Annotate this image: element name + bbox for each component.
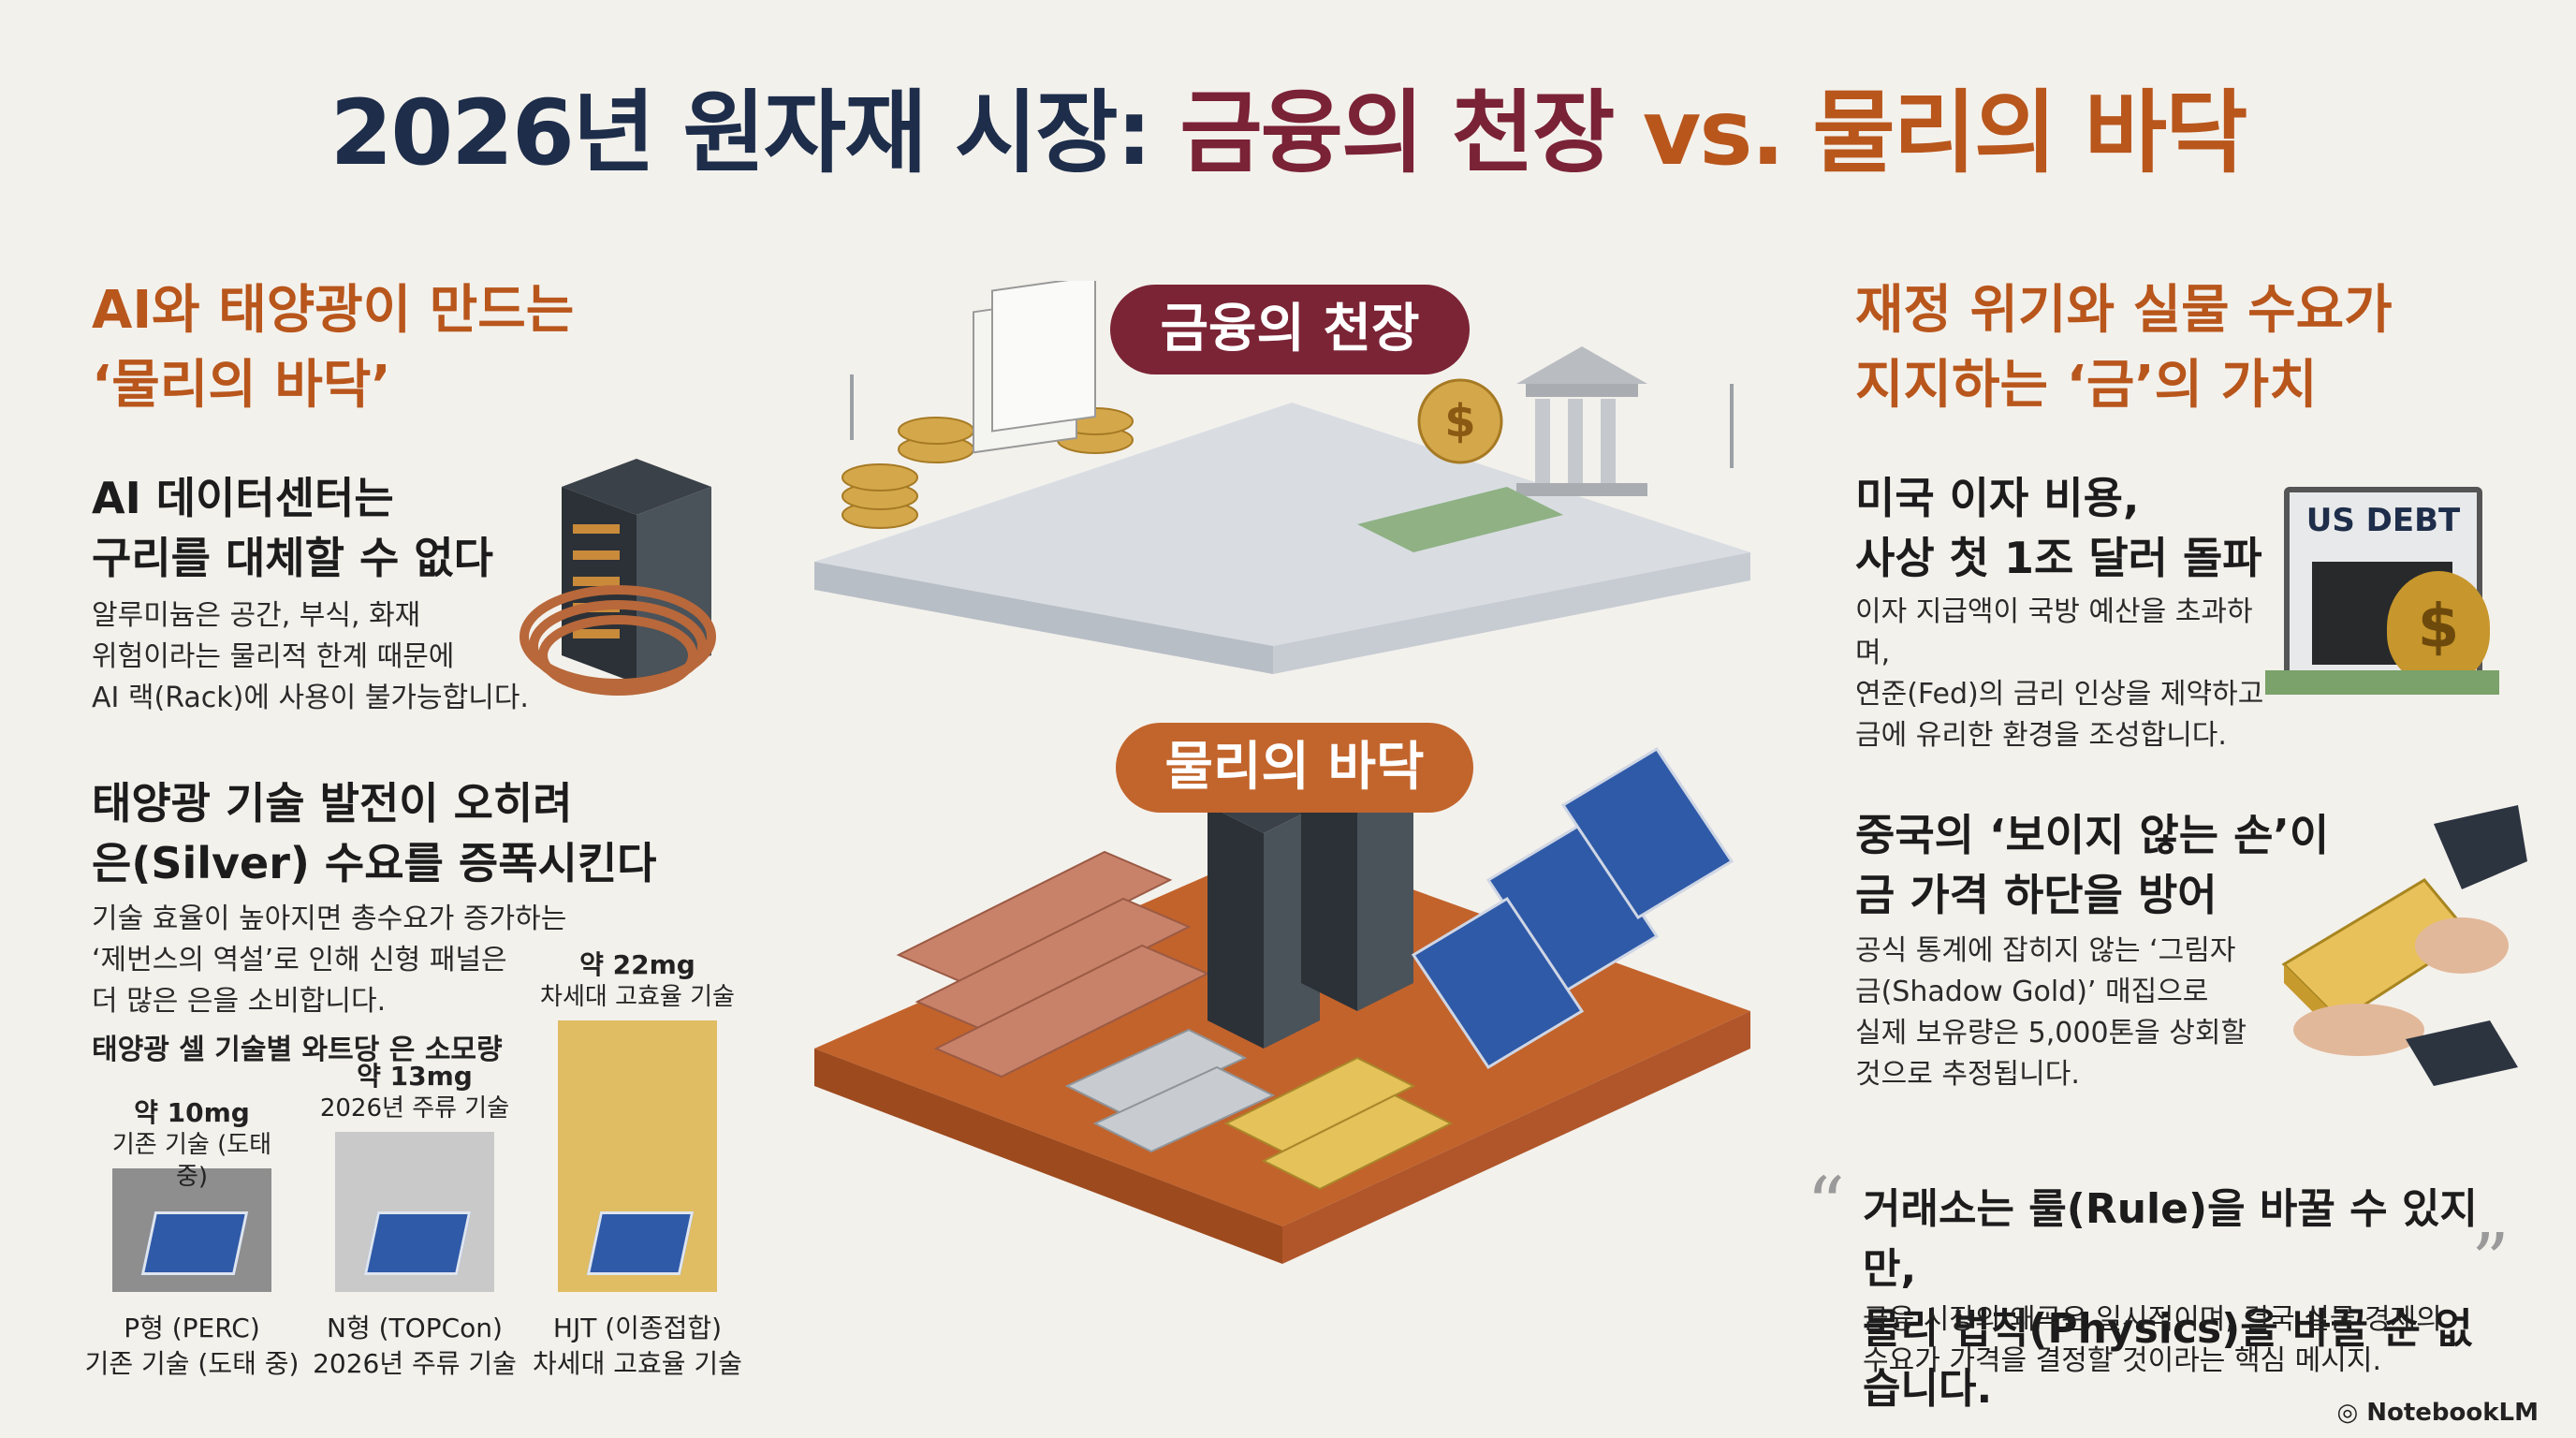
bar-category-label-0: P형 (PERC) 기존 기술 (도태 중) bbox=[84, 1311, 300, 1382]
right-item1-body: 이자 지급액이 국방 예산을 초과하며, 연준(Fed)의 금리 인상을 제약하… bbox=[1855, 595, 2264, 752]
server-copper-illustration bbox=[520, 459, 716, 696]
center-illustration: $ bbox=[814, 281, 1750, 1264]
title-part-2: 금융의 천장 bbox=[1179, 81, 1615, 185]
bar-category-label-1: N형 (TOPCon) 2026년 주류 기술 bbox=[307, 1311, 522, 1382]
left-item1-title: AI 데이터센터는 구리를 대체할 수 없다 bbox=[92, 473, 493, 583]
bar-category-sub: 2026년 주류 기술 bbox=[313, 1348, 517, 1379]
right-item2-title: 중국의 ‘보이지 않는 손’이 금 가격 하단을 방어 bbox=[1855, 810, 2330, 920]
title-part-3: vs. bbox=[1642, 81, 1785, 185]
bar-value-note: 2026년 주류 기술 bbox=[319, 1093, 510, 1123]
bar-value: 약 22mg bbox=[579, 949, 695, 980]
bar-value: 약 13mg bbox=[357, 1060, 473, 1092]
money-bag-icon: $ bbox=[2387, 571, 2490, 683]
ceiling-label: 금융의 천장 bbox=[1110, 285, 1470, 374]
us-debt-illustration: US DEBT $ bbox=[2265, 487, 2499, 702]
bar-category: P형 (PERC) bbox=[124, 1313, 260, 1343]
solar-panel-icon bbox=[140, 1211, 249, 1275]
notebooklm-icon: ◎ bbox=[2336, 1399, 2359, 1427]
bar-category-sub: 차세대 고효율 기술 bbox=[533, 1348, 742, 1379]
quote-body: 금융 시장의 왜곡은 일시적이며, 결국 실물 경제의 수요가 가격을 결정할 … bbox=[1863, 1303, 2442, 1377]
bar-value-note: 차세대 고효율 기술 bbox=[540, 983, 735, 1011]
left-item1-body: 알루미늄은 공간, 부식, 화재 위험이라는 물리적 한계 때문에 AI 랙(R… bbox=[92, 599, 529, 714]
bar-category: HJT (이종접합) bbox=[552, 1313, 723, 1343]
bar-category: N형 (TOPCon) bbox=[327, 1313, 503, 1343]
page-title: 2026년 원자재 시장: 금융의 천장 vs. 물리의 바닥 bbox=[0, 60, 2576, 190]
gold-bar-hands-illustration bbox=[2281, 805, 2527, 1086]
title-part-4: 물리의 바닥 bbox=[1812, 81, 2247, 185]
left-item2-body: 기술 효율이 높아지면 총수요가 증가하는 ‘제번스의 역설’로 인해 신형 패… bbox=[92, 902, 567, 1018]
right-item2-body: 공식 통계에 잡히지 않는 ‘그림자 금(Shadow Gold)’ 매집으로 … bbox=[1855, 934, 2247, 1091]
us-debt-sign: US DEBT bbox=[2305, 502, 2461, 539]
svg-text:$: $ bbox=[1444, 395, 1475, 448]
solar-panel-icon bbox=[586, 1211, 695, 1275]
bar-value: 약 10mg bbox=[134, 1097, 250, 1129]
cash-stack-icon bbox=[2265, 670, 2499, 695]
solar-panel-icon bbox=[363, 1211, 472, 1275]
title-part-1: 2026년 원자재 시장: bbox=[329, 81, 1152, 185]
chart-title: 태양광 셀 기술별 와트당 은 소모량 bbox=[92, 1034, 503, 1066]
close-quote-icon: ” bbox=[2471, 1217, 2510, 1304]
bar-value-label-2: 약 22mg 차세대 고효율 기술 bbox=[539, 949, 736, 1013]
right-section-title: 재정 위기와 실물 수요가 지지하는 ‘금’의 가치 bbox=[1855, 280, 2393, 416]
bar-category-label-2: HJT (이종접합) 차세대 고효율 기술 bbox=[530, 1311, 745, 1382]
floor-label: 물리의 바닥 bbox=[1116, 723, 1473, 813]
quote: 거래소는 룰(Rule)을 바꿀 수 있지만, 물리 법칙(Physics)을 … bbox=[1863, 1185, 2478, 1413]
left-item2-title: 태양광 기술 발전이 오히려 은(Silver) 수요를 증폭시킨다 bbox=[92, 778, 657, 888]
bar-category-sub: 기존 기술 (도태 중) bbox=[84, 1348, 300, 1379]
left-section-title: AI와 태양광이 만드는 ‘물리의 바닥’ bbox=[92, 280, 575, 416]
bar-value-note: 기존 기술 (도태 중) bbox=[111, 1131, 272, 1192]
right-item1-title: 미국 이자 비용, 사상 첫 1조 달러 돌파 bbox=[1855, 473, 2262, 583]
open-quote-icon: “ bbox=[1807, 1161, 1845, 1248]
brand-logo: ◎ NotebookLM bbox=[2336, 1399, 2539, 1427]
